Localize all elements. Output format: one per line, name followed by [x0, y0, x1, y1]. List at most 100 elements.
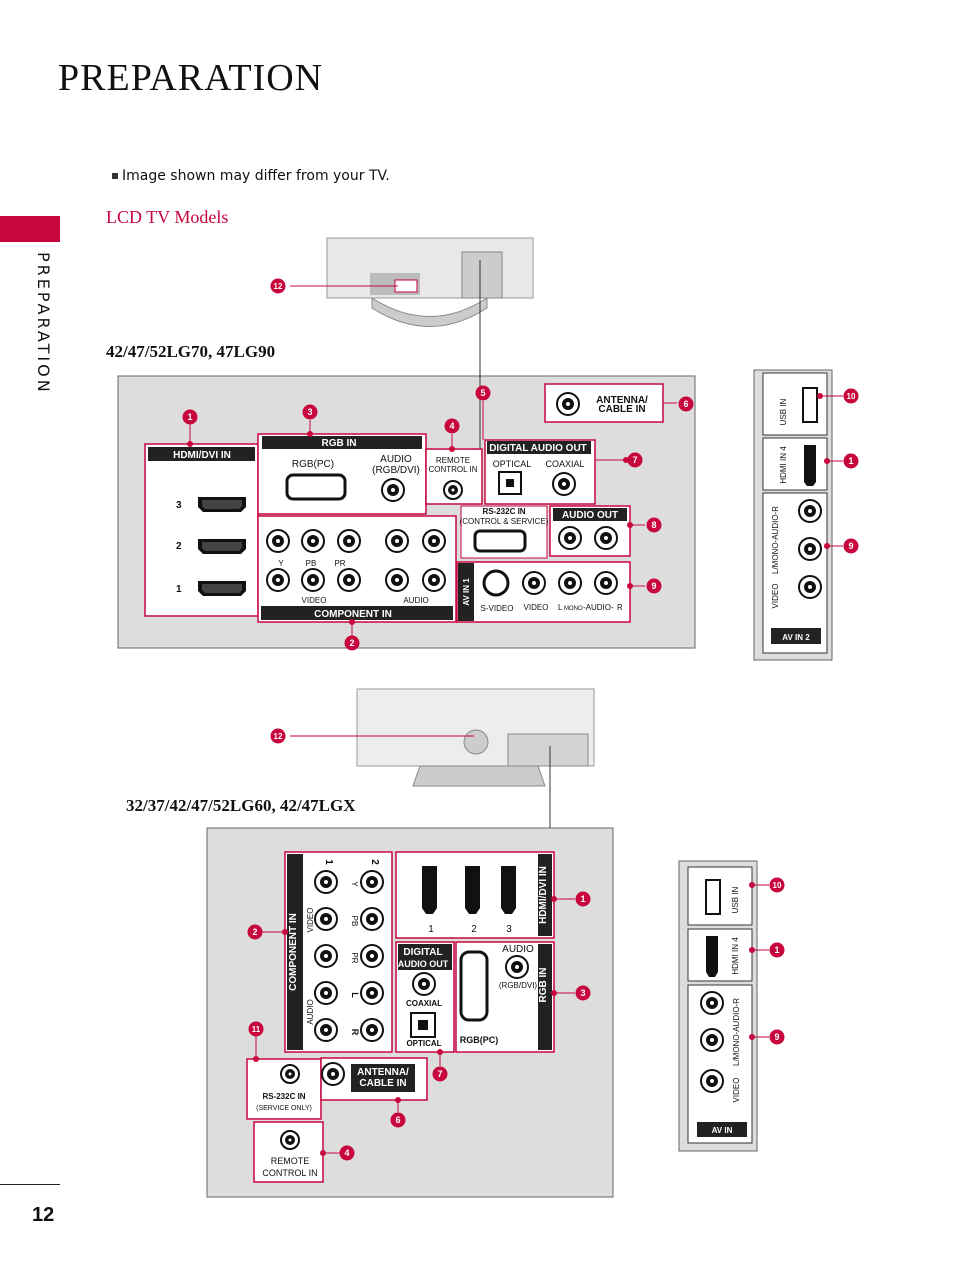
callout-3-b: 3: [580, 988, 585, 998]
callout-5-a: 5: [480, 388, 485, 398]
b-component-label: COMPONENT IN: [288, 913, 299, 991]
a-side-usb-label: USB IN: [779, 398, 788, 425]
b-hdmi-num-1: 1: [428, 924, 434, 935]
a-component-label: COMPONENT IN: [314, 609, 392, 620]
tv-back-image-a: [326, 237, 534, 327]
a-y-label: Y: [278, 559, 284, 568]
a-hdmi-num-3: 3: [176, 500, 182, 511]
callout-2-a: 2: [349, 638, 354, 648]
callout-7-b: 7: [437, 1069, 442, 1079]
a-audio-small-label: AUDIO: [403, 596, 428, 605]
callout-2-b: 2: [252, 927, 257, 937]
b-side-audio-label: L/MONO-AUDIO-R: [732, 998, 741, 1066]
b-rgb-pc-label: RGB(PC): [460, 1035, 499, 1045]
model-b-name: 32/37/42/47/52LG60, 42/47LGX: [126, 796, 356, 815]
b-col2-label: 2: [369, 859, 380, 865]
b-l-label: L: [350, 992, 360, 998]
b-control-in-label: CONTROL IN: [262, 1168, 317, 1178]
page-title: PREPARATION: [58, 57, 324, 99]
b-hdmi-label: HDMI/DVI IN: [538, 866, 549, 924]
a-av-mono-label: MONO: [564, 606, 583, 612]
note-text: Image shown may differ from your TV.: [122, 168, 390, 184]
a-av-in-1-label: AV IN 1: [462, 578, 471, 606]
callout-1-a: 1: [187, 412, 192, 422]
b-antenna-label: ANTENNA/: [357, 1067, 409, 1078]
a-audio-out-label: AUDIO OUT: [562, 510, 618, 521]
a-remote-label: REMOTE: [436, 456, 470, 465]
b-side-usb-label: USB IN: [731, 886, 740, 913]
b-optical-label: OPTICAL: [406, 1039, 441, 1048]
b-digital-label: DIGITAL: [403, 947, 442, 958]
a-hdmi-num-1: 1: [176, 584, 182, 595]
a-side-video-label: VIDEO: [771, 584, 780, 609]
a-side-audio-label: L/MONO-AUDIO-R: [771, 506, 780, 574]
b-hdmi-num-3: 3: [506, 924, 512, 935]
callout-9-a-side: 9: [848, 541, 853, 551]
a-rgb-in-label: RGB IN: [322, 438, 357, 449]
b-remote-label: REMOTE: [271, 1156, 310, 1166]
section-subhead: LCD TV Models: [106, 207, 229, 227]
a-audio-label: AUDIO: [380, 454, 412, 465]
page-number-rule: [0, 1184, 60, 1185]
b-r-label: R: [350, 1029, 360, 1036]
a-side-av-label: AV IN 2: [782, 633, 810, 642]
callout-10-a: 10: [847, 392, 856, 401]
b-audio-rgb-label: (RGB/DVI): [499, 981, 538, 990]
page-number: 12: [32, 1204, 55, 1226]
callout-6-b: 6: [395, 1115, 400, 1125]
b-side-hdmi4-label: HDMI IN 4: [731, 937, 740, 975]
b-rs232-label: RS-232C IN: [262, 1092, 305, 1101]
callout-6-a: 6: [683, 399, 688, 409]
a-coaxial-label: COAXIAL: [545, 459, 584, 469]
callout-12-b: 12: [274, 732, 283, 741]
callout-10-b: 10: [773, 881, 782, 890]
model-a-name: 42/47/52LG70, 47LG90: [106, 342, 276, 361]
a-av-l-label: L: [558, 603, 563, 612]
a-cable-in-label: CABLE IN: [598, 404, 645, 415]
a-rs232-sub-label: (CONTROL & SERVICE): [460, 517, 549, 526]
b-y-label: Y: [350, 881, 359, 887]
callout-7-a: 7: [632, 455, 637, 465]
b-audio-small-label: AUDIO: [306, 999, 315, 1024]
b-coaxial-label: COAXIAL: [406, 999, 442, 1008]
b-side-video-label: VIDEO: [732, 1078, 741, 1103]
callout-1-a-side: 1: [848, 456, 853, 466]
b-video-label: VIDEO: [306, 908, 315, 933]
callout-4-b: 4: [344, 1148, 349, 1158]
b-pb-label: PB: [350, 916, 359, 927]
a-audio-rgb-label: (RGB/DVI): [372, 465, 420, 476]
tv-back-image-b: [356, 688, 595, 787]
bullet-square-icon: [112, 173, 118, 179]
b-side-av-label: AV IN: [712, 1126, 733, 1135]
side-section-label: PREPARATION: [34, 252, 53, 395]
a-hdmi-num-2: 2: [176, 541, 182, 552]
a-control-in-label: CONTROL IN: [428, 465, 477, 474]
a-pb-label: PB: [306, 559, 317, 568]
a-av-r-label: R: [617, 603, 623, 612]
b-rgb-in-label: RGB IN: [538, 968, 549, 1003]
b-cable-in-label: CABLE IN: [359, 1078, 406, 1089]
b-hdmi-num-2: 2: [471, 924, 477, 935]
callout-4-a: 4: [449, 421, 454, 431]
b-col1-label: 1: [323, 859, 334, 865]
a-video-small-label: VIDEO: [302, 596, 327, 605]
a-hdmi-label: HDMI/DVI IN: [173, 450, 231, 461]
a-side-hdmi4-label: HDMI IN 4: [779, 446, 788, 484]
a-pr-label: PR: [334, 559, 345, 568]
a-rgb-pc-label: RGB(PC): [292, 459, 334, 470]
b-rs232-sub-label: (SERVICE ONLY): [256, 1105, 312, 1112]
callout-1-b-side: 1: [774, 945, 779, 955]
a-antenna-label: ANTENNA/: [596, 395, 648, 406]
section-tab-marker: [0, 216, 60, 242]
a-rs232-label: RS-232C IN: [482, 507, 525, 516]
callout-3-a: 3: [307, 407, 312, 417]
b-audio-label: AUDIO: [502, 944, 534, 955]
callout-9-a: 9: [651, 581, 656, 591]
callout-8-a: 8: [651, 520, 656, 530]
a-optical-label: OPTICAL: [493, 459, 532, 469]
image-note: Image shown may differ from your TV.: [112, 168, 390, 184]
callout-11-b: 11: [252, 1025, 261, 1034]
b-audio-out-label: AUDIO OUT: [398, 959, 449, 969]
callout-9-b-side: 9: [774, 1032, 779, 1042]
